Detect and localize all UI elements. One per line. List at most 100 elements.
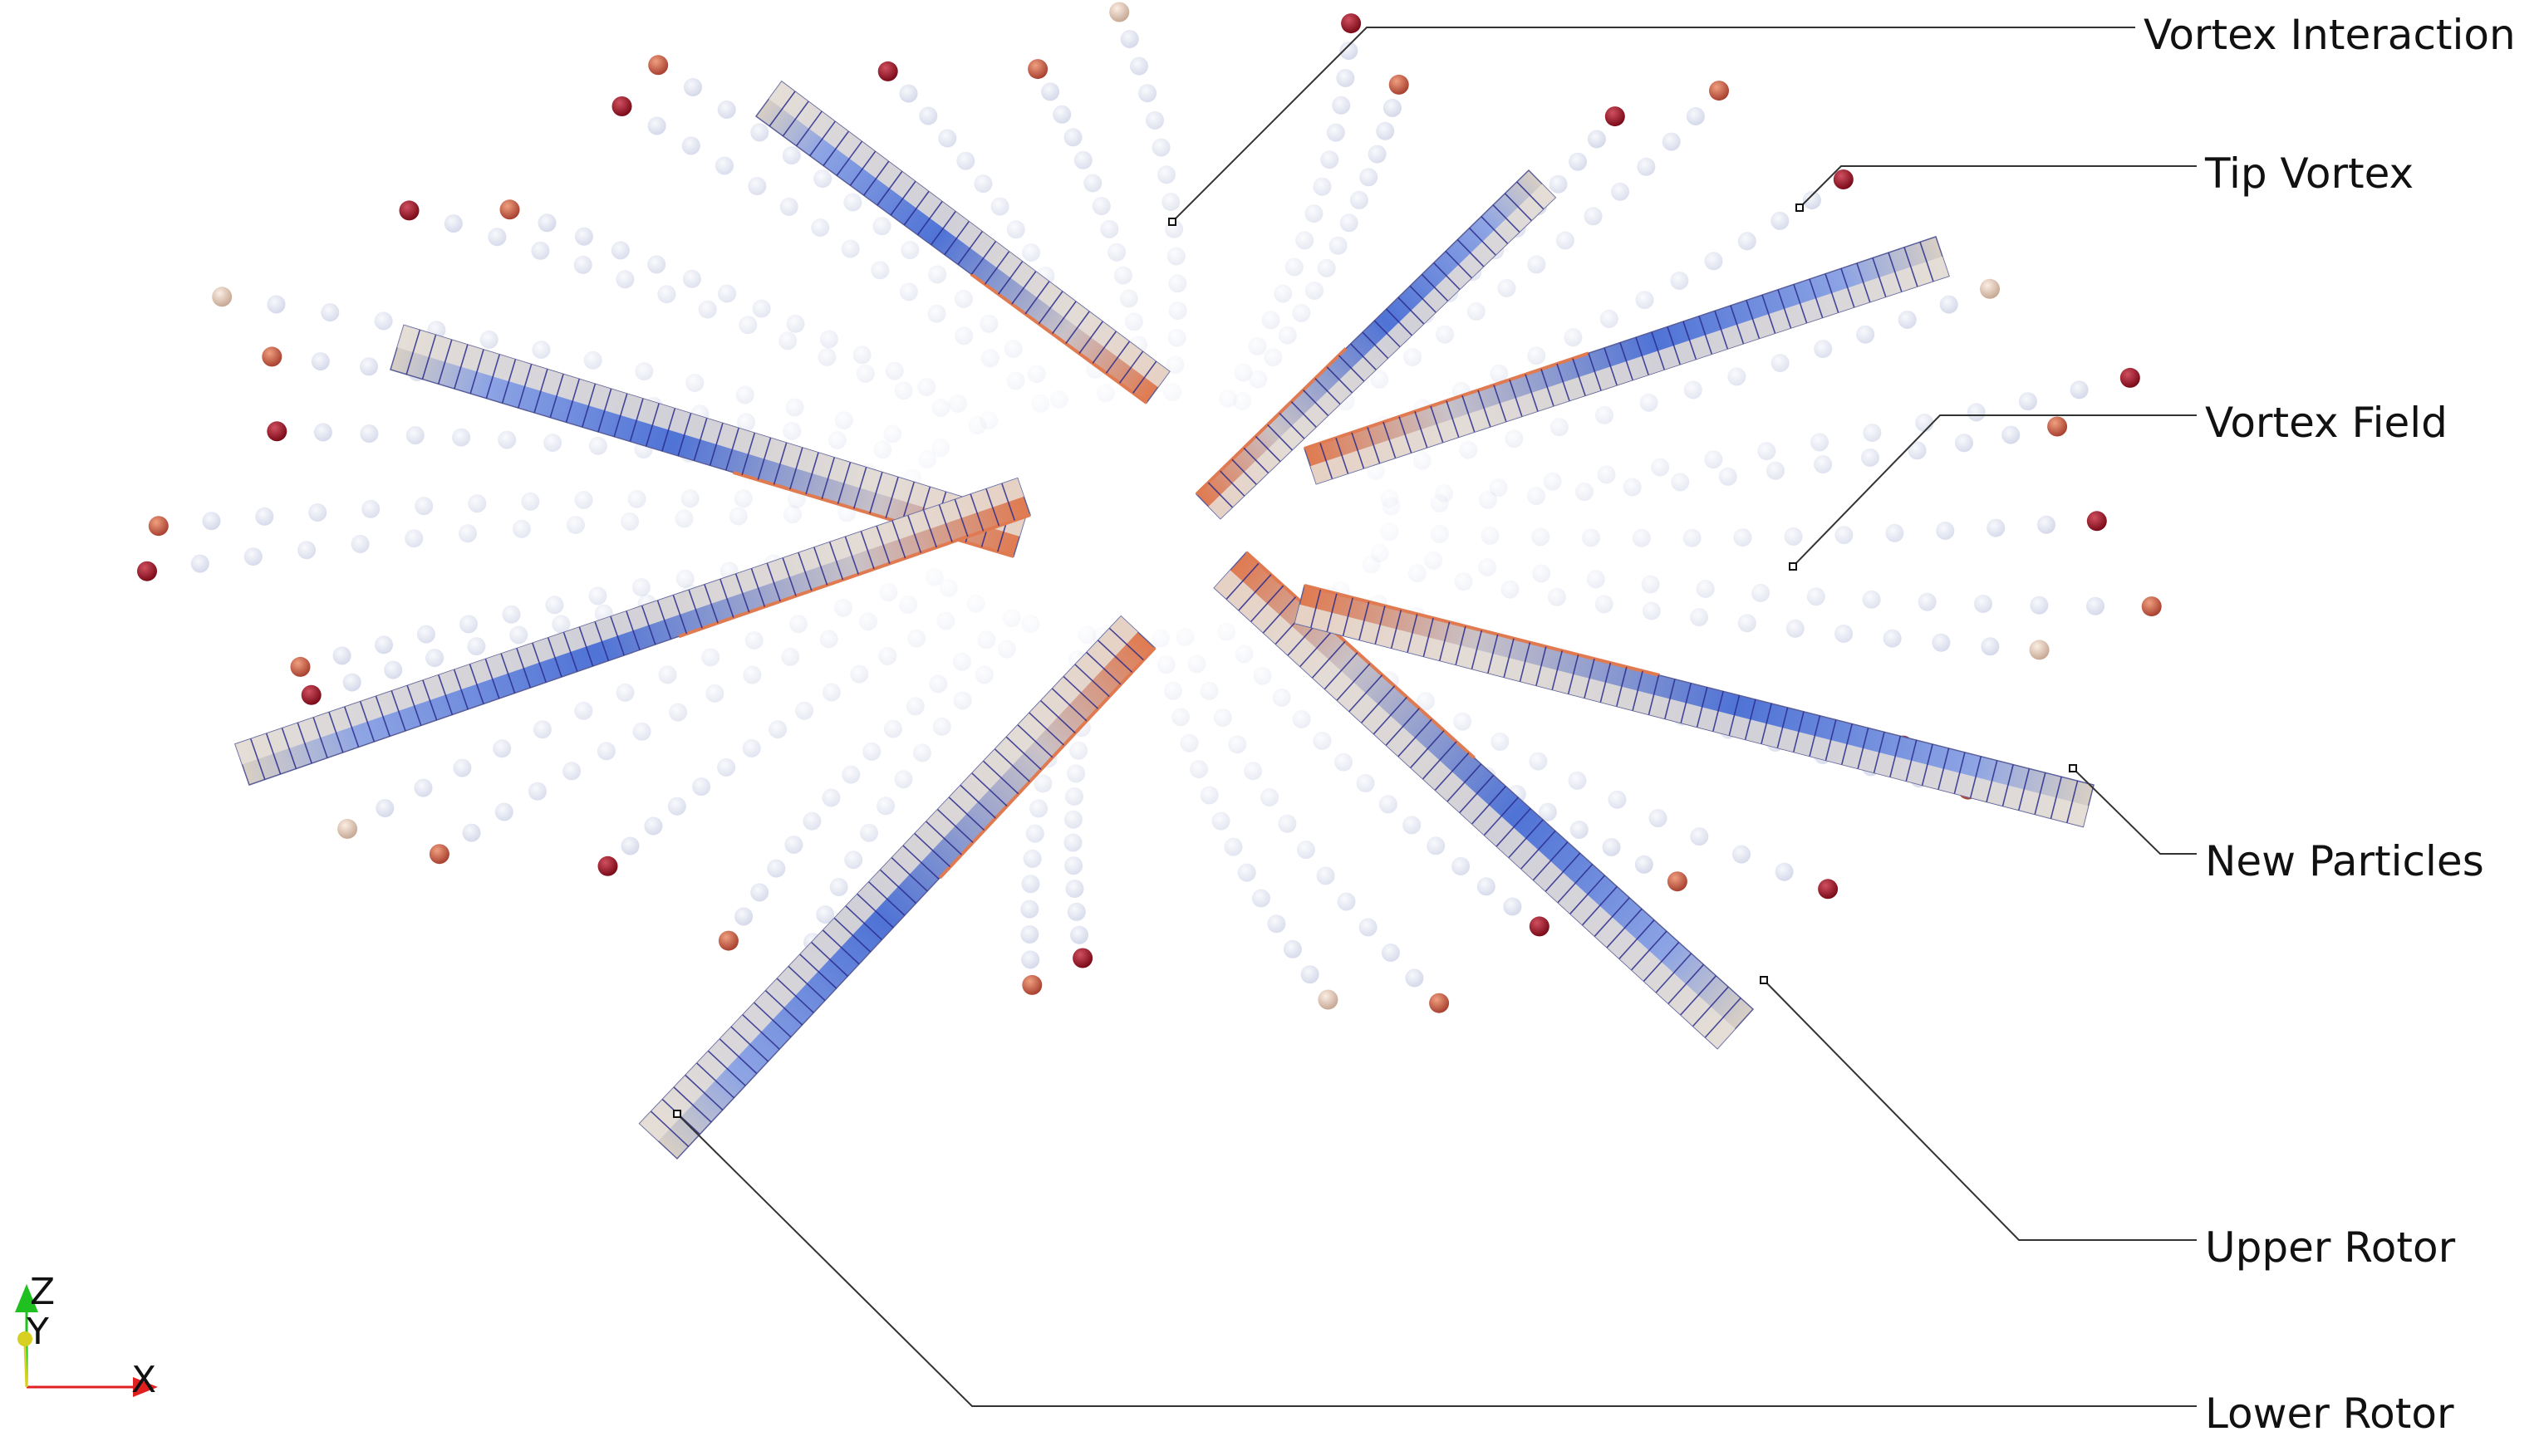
vortex-particle [1272, 688, 1291, 707]
vortex-particle [1381, 944, 1400, 962]
vortex-particle [750, 123, 769, 142]
vortex-particle [1326, 123, 1345, 142]
vortex-particle [1662, 132, 1681, 151]
vortex-particle [616, 683, 635, 702]
vortex-particle [1211, 811, 1230, 831]
vortex-particle [1967, 403, 1986, 422]
new-particle [2119, 367, 2140, 388]
vortex-particle [803, 811, 822, 831]
leader-upper-rotor [1763, 979, 2197, 1241]
vortex-particle [566, 516, 585, 534]
vortex-particle [502, 605, 521, 624]
vortex-particle [1727, 367, 1746, 386]
vortex-particle [918, 450, 937, 469]
vortex-particle [842, 765, 861, 784]
rotor-blade [1195, 169, 1557, 520]
new-particle [718, 930, 739, 951]
vortex-particle [717, 100, 736, 119]
vortex-particle [769, 720, 788, 739]
vortex-particle [1770, 211, 1790, 230]
particle-stream [648, 55, 1068, 409]
vortex-particle [752, 299, 771, 318]
vortex-particle [1120, 30, 1139, 48]
new-particle [2047, 416, 2068, 437]
vortex-particle [2001, 425, 2021, 444]
vortex-particle [1083, 174, 1103, 193]
vortex-particle [1320, 150, 1339, 169]
vortex-particle [1424, 551, 1443, 570]
vortex-particle [574, 491, 593, 509]
vortex-particle [1915, 414, 1934, 432]
vortex-particle [1168, 274, 1187, 293]
vortex-particle [783, 421, 802, 440]
vortex-particle [1368, 145, 1387, 164]
vortex-particle-field [137, 2, 2162, 1013]
vortex-particle [980, 314, 999, 333]
vortex-particle [1466, 302, 1486, 321]
vortex-particle [494, 802, 513, 821]
vortex-particle [1639, 393, 1658, 412]
vortex-particle [1313, 731, 1332, 750]
vortex-particle [1732, 845, 1751, 864]
vortex-particle [925, 567, 944, 586]
vortex-particle [692, 777, 711, 797]
vortex-particle [1642, 601, 1661, 620]
vortex-particle [1021, 950, 1040, 969]
new-particle [148, 516, 169, 537]
vortex-particle [1002, 609, 1021, 628]
vortex-particle [493, 739, 512, 758]
vortex-particle [488, 228, 507, 247]
vortex-particle [1317, 258, 1336, 277]
vortex-particle [1166, 355, 1185, 375]
vortex-particle [2086, 596, 2104, 615]
new-particle [1429, 993, 1450, 1013]
new-particle [137, 561, 157, 581]
vortex-particle [1584, 207, 1603, 226]
vortex-particle [781, 647, 800, 666]
new-particle [337, 818, 358, 839]
vortex-particle [1200, 681, 1219, 700]
vortex-particle [376, 799, 395, 817]
vortex-particle [1053, 105, 1072, 124]
vortex-particle [351, 534, 370, 553]
vortex-particle [750, 883, 769, 902]
vortex-particle [1690, 827, 1709, 846]
vortex-particle [843, 193, 862, 212]
new-particle [1341, 13, 1362, 34]
new-particle [611, 96, 632, 116]
vortex-particle [680, 489, 700, 508]
vortex-particle [822, 683, 841, 702]
vortex-particle [1430, 494, 1449, 512]
vortex-particle [1538, 802, 1557, 821]
vortex-particle [1067, 764, 1086, 783]
vortex-particle [1283, 939, 1302, 958]
vortex-particle [2070, 380, 2089, 400]
vortex-particle [313, 423, 332, 442]
vortex-particle [1278, 814, 1297, 833]
vortex-particle [297, 541, 317, 560]
anchor-marker-icon [2069, 764, 2077, 772]
vortex-particle [742, 738, 761, 757]
vortex-particle [844, 851, 863, 870]
vortex-particle [1313, 177, 1332, 196]
vortex-particle [1022, 243, 1041, 262]
vortex-particle [1602, 838, 1621, 856]
leader-new-particles [2072, 767, 2197, 855]
axis-label-y: Y [27, 1311, 49, 1353]
vortex-particle [681, 136, 700, 155]
vortex-particle [701, 648, 720, 667]
callout-leader-lines [673, 27, 2197, 1407]
vortex-particle [1671, 473, 1690, 492]
label-vortex-field: Vortex Field [2205, 399, 2448, 447]
vortex-particle [931, 439, 950, 458]
leader-tip-vortex [1799, 165, 2197, 208]
vortex-particle [384, 660, 403, 679]
new-particle [1073, 948, 1093, 968]
vortex-particle [1251, 889, 1270, 908]
vortex-particle [444, 214, 463, 233]
vortex-particle [743, 665, 762, 684]
vortex-particle [1292, 710, 1311, 728]
rotor-blade [754, 81, 1171, 404]
vortex-particle [1527, 346, 1546, 365]
vortex-particle [588, 586, 607, 605]
